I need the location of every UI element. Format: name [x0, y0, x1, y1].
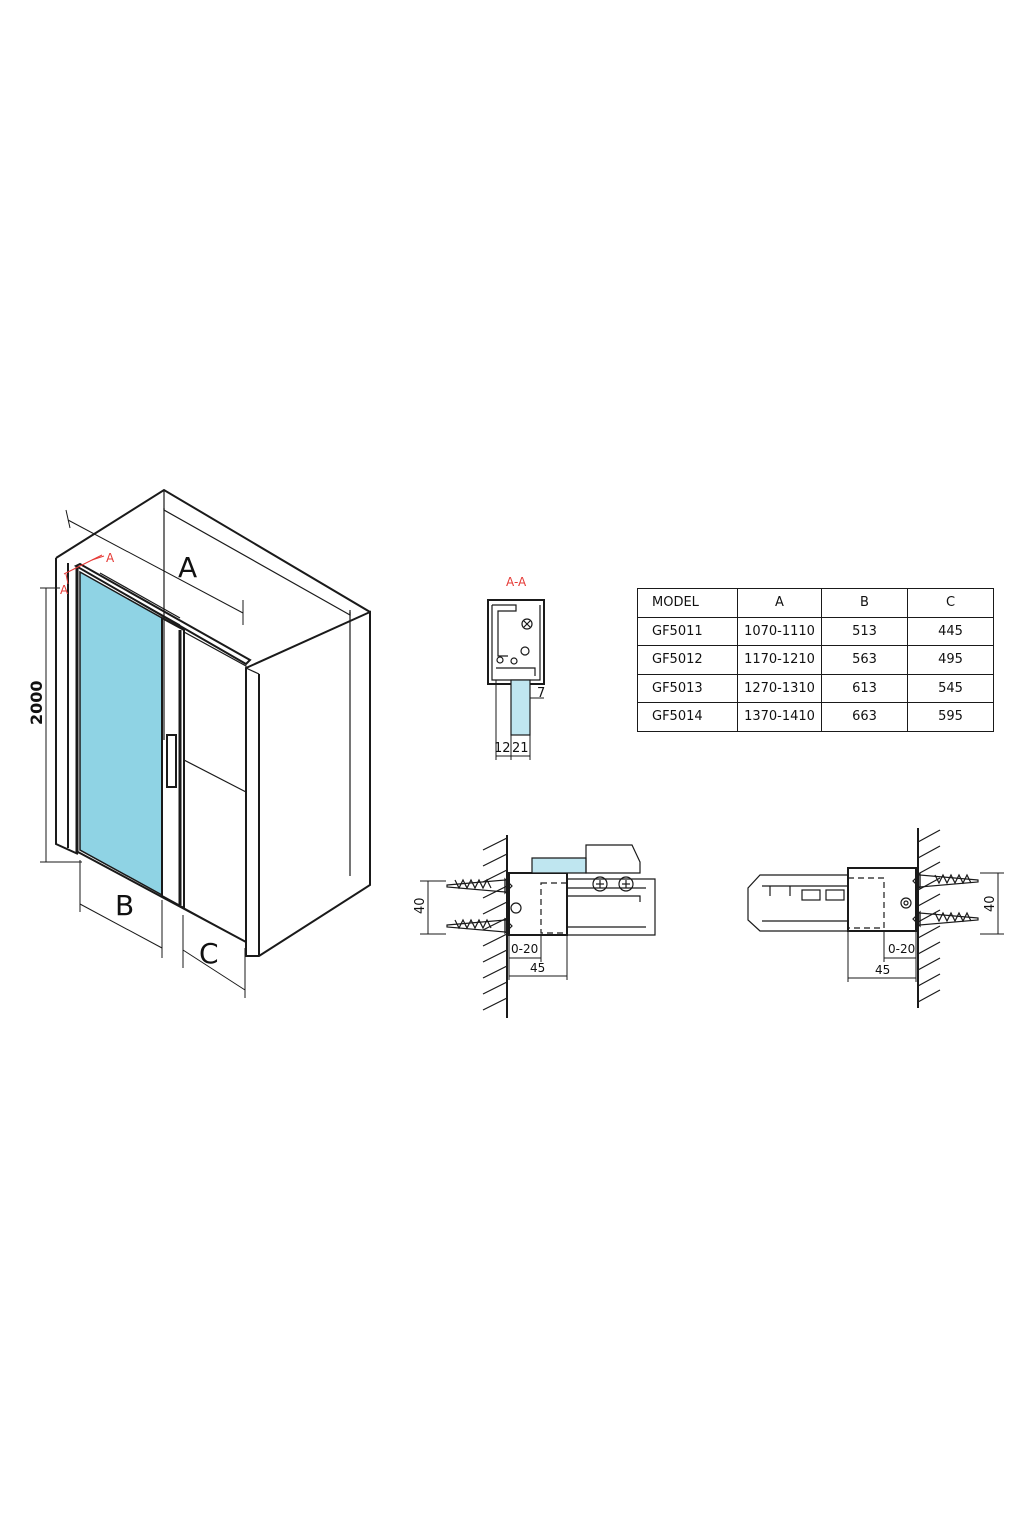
- table-cell: GF5013: [637, 673, 738, 703]
- dim-height-label: 2000: [27, 680, 46, 725]
- shower-enclosure-view: A 2000 B C A A: [27, 488, 371, 998]
- dim-21: 21: [512, 741, 529, 756]
- table-header: MODEL: [637, 588, 738, 618]
- table-row: GF5012 1170-1210 563 495: [637, 645, 994, 675]
- table-cell: 1170-1210: [737, 645, 822, 675]
- table-header: A: [737, 588, 822, 618]
- table-cell: 1270-1310: [737, 673, 822, 703]
- table-header: C: [907, 588, 994, 618]
- table-cell: 445: [907, 616, 994, 646]
- section-mark-top: A: [106, 551, 115, 565]
- section-a-a: A-A 7 12 21: [487, 575, 545, 760]
- left-dim-40: 40: [413, 897, 428, 914]
- table-cell: 1370-1410: [737, 702, 822, 732]
- left-dim-0-20: 0-20: [511, 942, 538, 956]
- right-dim-40: 40: [983, 895, 998, 912]
- table-cell: GF5011: [637, 616, 738, 646]
- table-row: GF5011 1070-1110 513 445: [637, 616, 994, 646]
- table-row: GF5014 1370-1410 663 595: [637, 702, 994, 732]
- section-mark-left: A: [60, 583, 69, 597]
- dim-7: 7: [537, 686, 545, 701]
- right-dim-0-20: 0-20: [888, 942, 915, 956]
- section-title: A-A: [506, 575, 527, 589]
- spec-table: MODEL A B C GF5011 1070-1110 513 445 GF5…: [637, 588, 994, 732]
- table-header-row: MODEL A B C: [637, 588, 994, 618]
- right-wall-detail: 40 0-20 45: [747, 828, 1004, 1008]
- left-wall-detail: 40 0-20 45: [413, 835, 656, 1018]
- left-dim-45: 45: [530, 961, 545, 975]
- table-row: GF5013 1270-1310 613 545: [637, 673, 994, 703]
- dim-a-label: A: [178, 551, 197, 584]
- right-dim-45: 45: [875, 963, 890, 977]
- dim-b-label: B: [115, 889, 134, 922]
- table-cell: 1070-1110: [737, 616, 822, 646]
- table-cell: 545: [907, 673, 994, 703]
- table-cell: 613: [821, 673, 908, 703]
- dim-12: 12: [494, 741, 511, 756]
- table-cell: GF5012: [637, 645, 738, 675]
- table-cell: 495: [907, 645, 994, 675]
- table-cell: GF5014: [637, 702, 738, 732]
- table-header: B: [821, 588, 908, 618]
- table-cell: 663: [821, 702, 908, 732]
- table-cell: 513: [821, 616, 908, 646]
- dim-c-label: C: [199, 937, 219, 970]
- table-cell: 563: [821, 645, 908, 675]
- table-cell: 595: [907, 702, 994, 732]
